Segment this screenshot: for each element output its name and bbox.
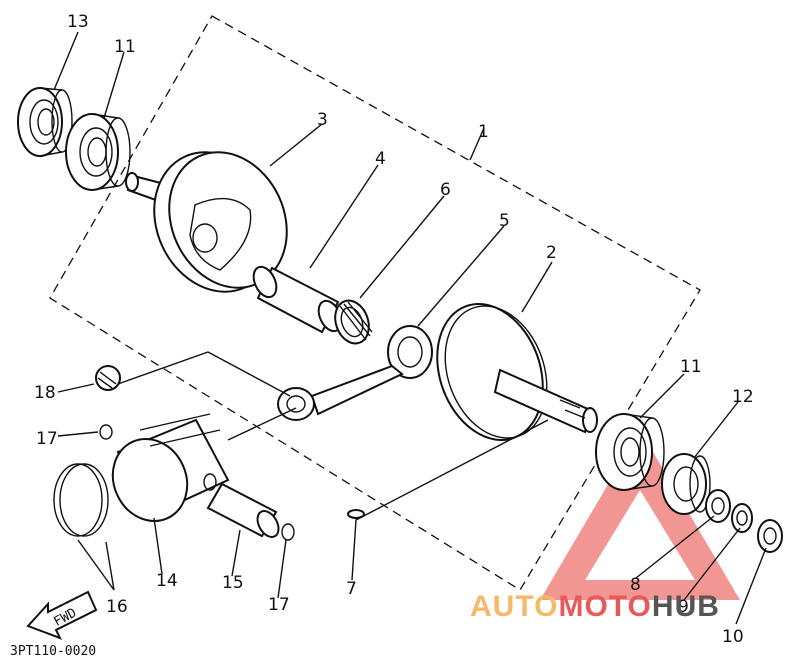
bearing-11-left [65,113,131,191]
figure-code: 3PT110-0020 [10,644,96,659]
crank-half-2 [436,303,598,441]
watermark-moto: MOTO [558,590,651,623]
piston-rings-16 [53,463,109,537]
leader-lines [53,31,767,625]
needle-bearing-6 [334,299,373,345]
callout-14: 14 [156,571,178,591]
callout-11-left: 11 [114,37,136,57]
spacer-8 [705,489,731,523]
callout-3: 3 [317,110,328,130]
callout-13: 13 [67,12,89,32]
watermark-auto: AUTO [470,590,558,623]
callout-5: 5 [499,211,510,231]
callout-1: 1 [478,122,489,142]
callout-9: 9 [678,597,689,617]
oil-seal-12 [661,453,711,515]
callout-15: 15 [222,573,244,593]
watermark-triangle-icon [540,430,740,600]
callout-10: 10 [722,627,744,647]
piston-14 [111,413,230,522]
bearing-11-right [595,413,665,491]
callout-2: 2 [546,243,557,263]
callout-12: 12 [732,387,754,407]
key-7 [347,509,365,519]
callout-11-right: 11 [680,357,702,377]
callout-6: 6 [440,180,451,200]
callout-7: 7 [346,579,357,599]
nut-10 [757,519,783,553]
oil-seal-13 [17,87,73,157]
fwd-arrow-icon: FWD [26,590,98,640]
callout-16: 16 [106,597,128,617]
crank-half-3 [125,151,288,293]
callout-17-left: 17 [36,429,58,449]
connecting-rod-5 [277,325,433,421]
small-end-bearing-18 [95,365,121,391]
callout-18: 18 [34,383,56,403]
watermark-text: AUTOMOTOHUB [470,590,720,623]
piston-pin-15 [206,482,280,538]
callout-8: 8 [630,575,641,595]
callout-4: 4 [375,149,386,169]
crank-pin-4 [252,265,343,334]
watermark-hub: HUB [652,590,720,623]
circlip-17-right [281,523,295,541]
callout-17-right: 17 [268,595,290,615]
clip-9 [731,503,753,533]
circlip-17-left [99,424,113,440]
